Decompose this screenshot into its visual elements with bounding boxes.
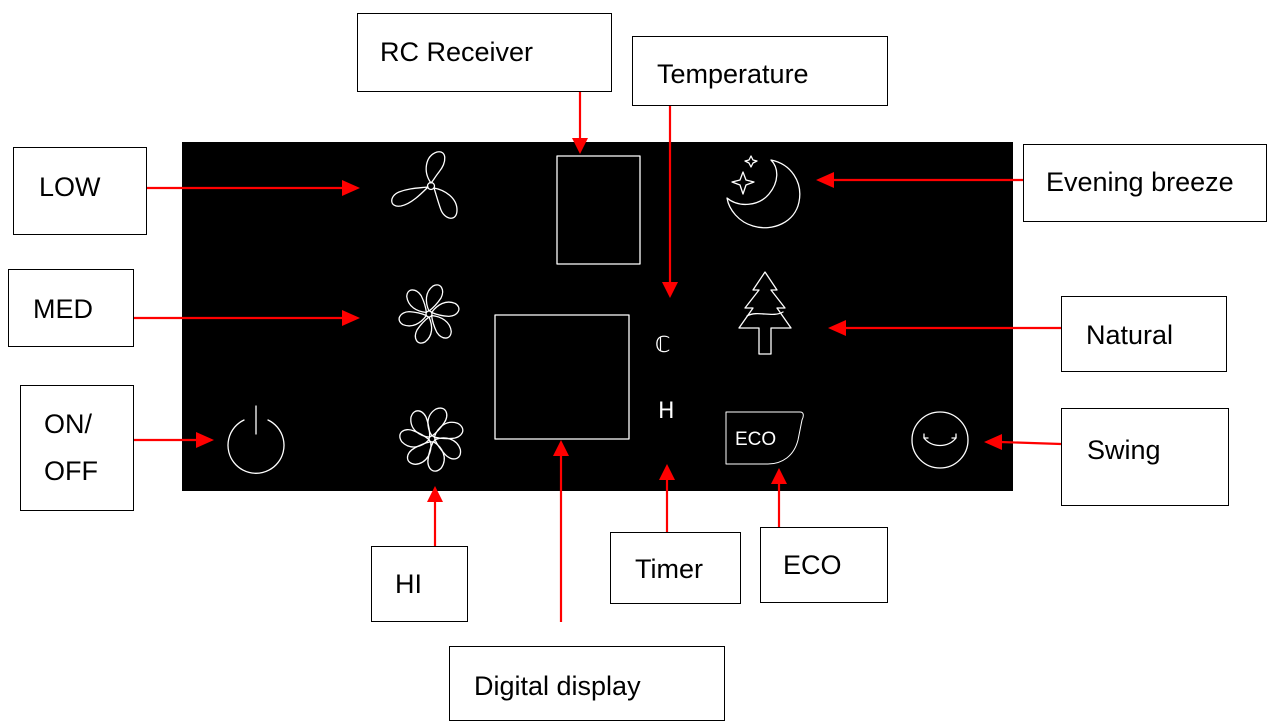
on-off-label: ON/ OFF [20,385,134,511]
rc-receiver-label: RC Receiver [357,13,612,92]
hi-label: HI [371,546,468,622]
digital-display-label: Digital display [449,646,725,721]
temperature-label: Temperature [632,36,888,106]
control-panel [182,142,1013,491]
eco-label: ECO [760,527,888,603]
med-label: MED [8,269,134,347]
evening-breeze-label: Evening breeze [1023,144,1267,222]
swing-label: Swing [1061,408,1229,506]
natural-label: Natural [1061,296,1227,372]
timer-label: Timer [610,532,741,604]
low-label: LOW [13,147,147,235]
